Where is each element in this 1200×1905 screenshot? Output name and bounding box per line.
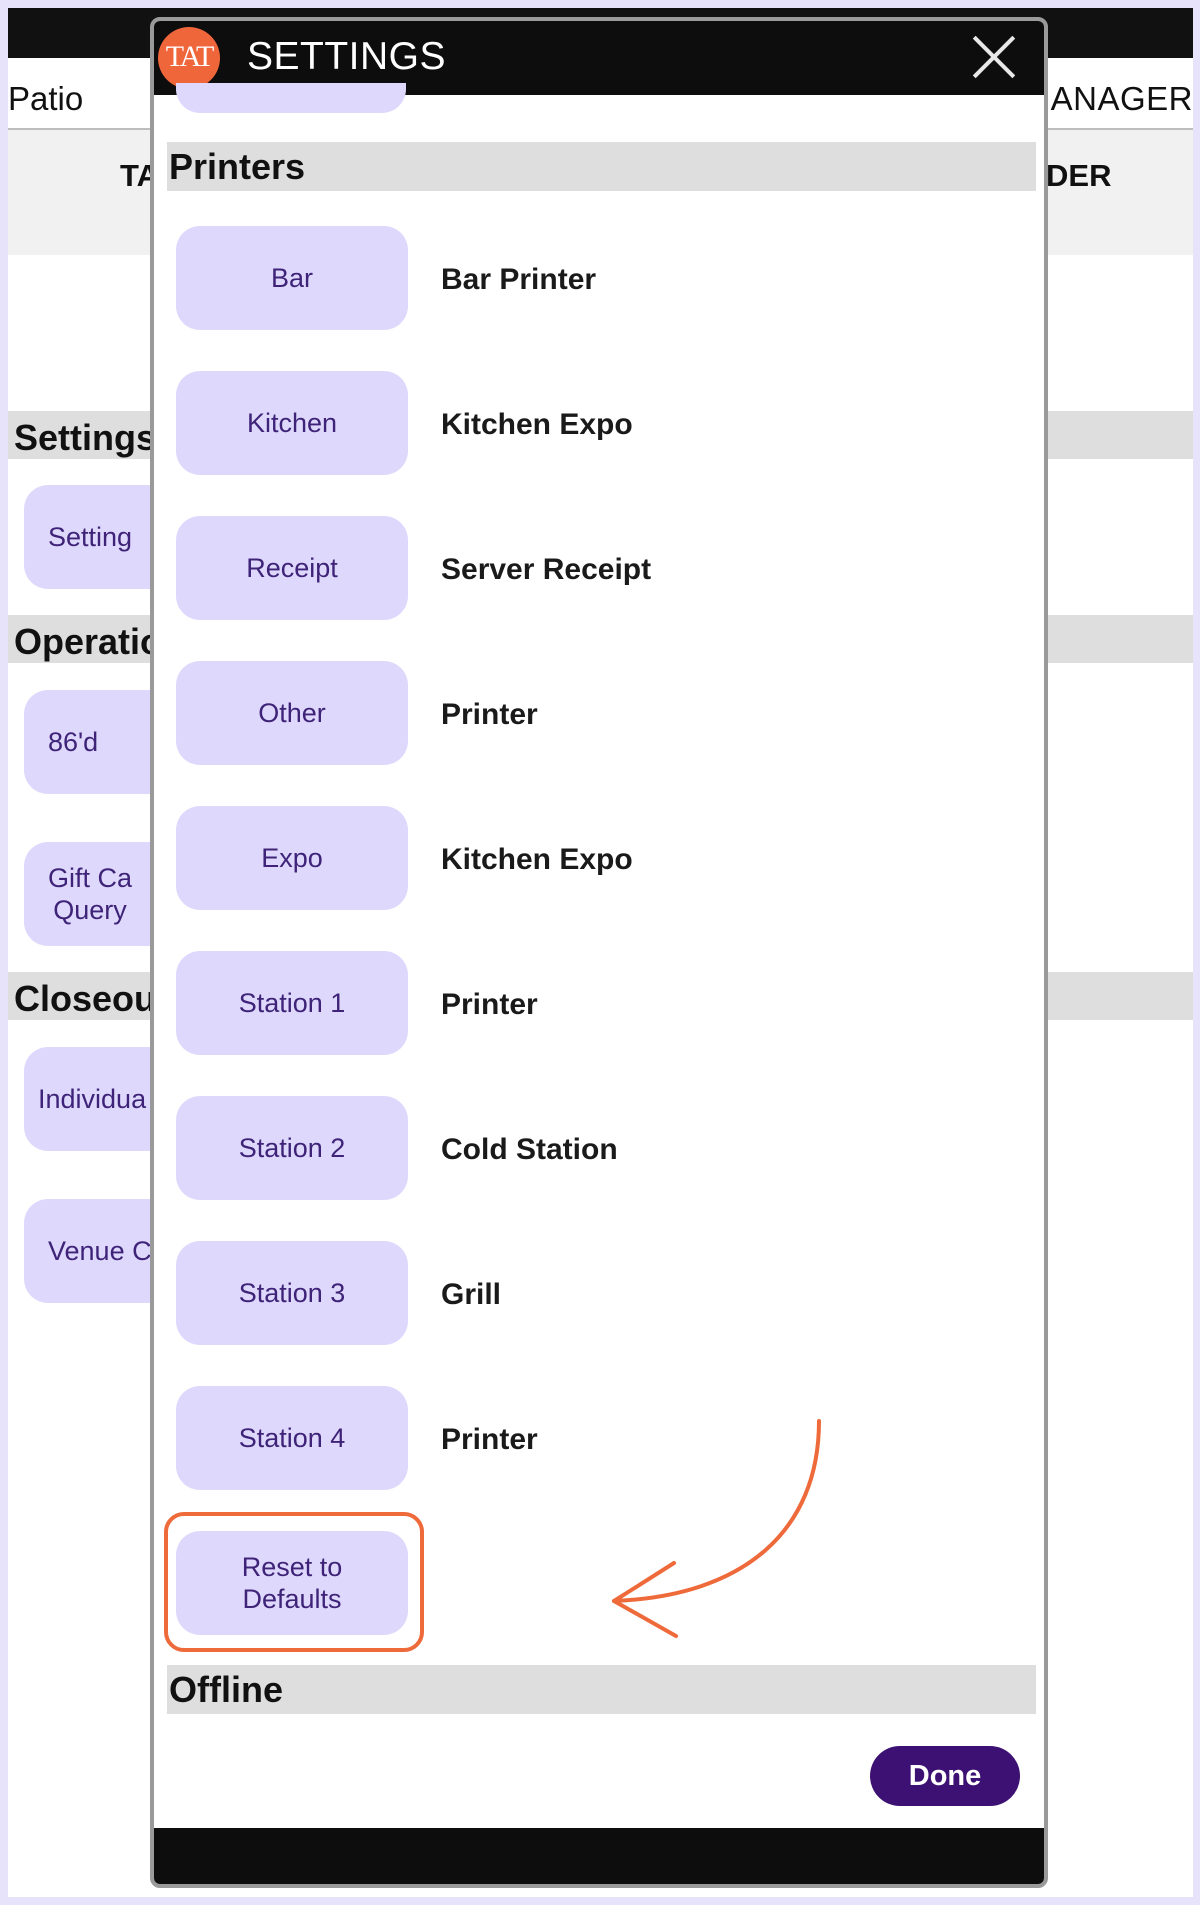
section-heading: Settings [14,417,157,458]
printer-receipt-button[interactable]: Receipt [176,516,408,620]
printers-section-header: Printers [167,142,1036,191]
section-heading: Operatio [14,621,163,662]
printer-expo-value: Kitchen Expo [441,843,633,876]
tat-logo-icon: TAT [158,27,220,89]
reset-to-defaults-button[interactable]: Reset to Defaults [176,1531,408,1635]
printer-kitchen-button[interactable]: Kitchen [176,371,408,475]
offline-section-header: Offline [167,1665,1036,1714]
close-icon[interactable] [968,31,1020,83]
printer-station-1-button[interactable]: Station 1 [176,951,408,1055]
venue-label: Patio [8,80,84,117]
offline-heading: Offline [169,1669,283,1710]
printer-station-2-value: Cold Station [441,1133,618,1166]
printers-heading: Printers [169,146,306,187]
modal-title: SETTINGS [247,35,447,78]
printer-bar-button[interactable]: Bar [176,226,408,330]
printer-receipt-value: Server Receipt [441,553,652,586]
reset-highlight-outline [164,1512,424,1652]
printer-kitchen-value: Kitchen Expo [441,408,633,441]
scrolled-button-stub[interactable] [176,83,406,113]
printer-bar-value: Bar Printer [441,263,597,296]
subheader-right-label: DER [1046,158,1112,193]
printer-station-4-button[interactable]: Station 4 [176,1386,408,1490]
printer-other-button[interactable]: Other [176,661,408,765]
printer-station-4-value: Printer [441,1423,538,1456]
done-button[interactable]: Done [870,1746,1020,1806]
printer-station-3-value: Grill [441,1278,502,1311]
role-label: MANAGER [1022,80,1193,117]
printer-other-value: Printer [441,698,538,731]
printer-station-1-value: Printer [441,988,538,1021]
printer-station-3-button[interactable]: Station 3 [176,1241,408,1345]
modal-footer-bar [154,1828,1044,1884]
modal-title-bar: TAT SETTINGS [154,21,1044,95]
settings-modal: TAT SETTINGS Printers Bar Bar Printer Ki… [150,17,1048,1888]
section-heading: Closeou [14,978,157,1019]
printer-expo-button[interactable]: Expo [176,806,408,910]
printer-station-2-button[interactable]: Station 2 [176,1096,408,1200]
annotation-arrow-icon [612,1419,821,1638]
